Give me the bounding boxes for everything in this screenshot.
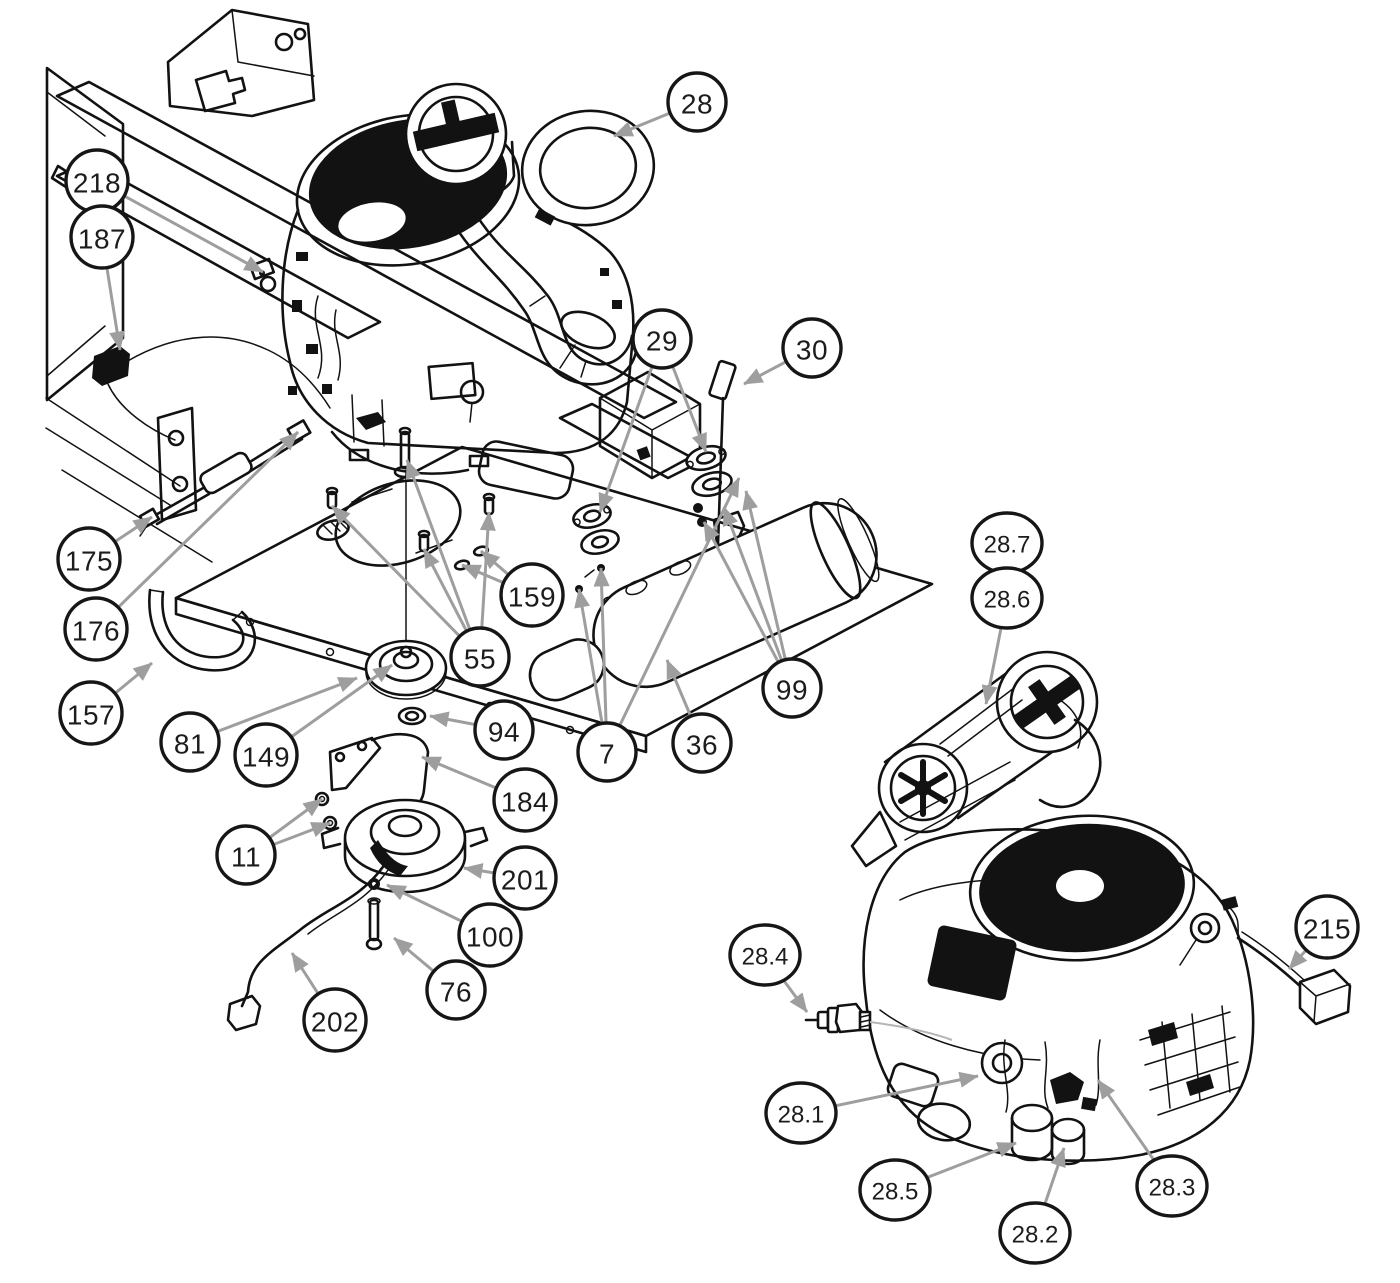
svg-text:36: 36 [686,730,718,761]
callout-28-4[interactable]: 28.4 [728,923,802,987]
svg-text:28.2: 28.2 [1012,1222,1059,1249]
fuel-line [138,419,312,537]
belt-loop [148,588,257,672]
engine-body [862,814,1255,1162]
callout-11[interactable]: 11 [215,824,277,886]
svg-text:28.7: 28.7 [984,532,1031,559]
air-cleaner [520,109,656,227]
svg-text:94: 94 [488,717,520,748]
svg-text:30: 30 [796,335,828,366]
callout-218[interactable]: 218 [64,148,130,214]
callout-balloons: 28 218 187 175 176 157 81 149 11 159 55 … [56,71,1360,1265]
callout-28-6[interactable]: 28.6 [970,566,1044,630]
svg-text:28: 28 [681,89,713,120]
electric-clutch [320,798,489,951]
svg-text:100: 100 [466,922,514,953]
svg-text:215: 215 [1303,914,1351,945]
svg-text:28.6: 28.6 [984,587,1031,614]
callout-30[interactable]: 30 [781,317,843,379]
svg-text:28.5: 28.5 [872,1179,919,1206]
frame-harness-clip [92,336,331,441]
callout-176[interactable]: 176 [63,596,129,662]
callout-184[interactable]: 184 [492,767,558,833]
svg-text:99: 99 [776,675,808,706]
callout-157[interactable]: 157 [58,680,124,746]
leader-99 [702,490,794,689]
air-cleaner-2 [850,650,1102,868]
engine-detail-view [804,650,1352,1166]
callout-81[interactable]: 81 [159,711,221,773]
svg-text:76: 76 [440,977,472,1008]
svg-text:7: 7 [599,739,615,770]
svg-text:184: 184 [501,787,549,818]
svg-text:157: 157 [67,700,115,731]
svg-text:28.3: 28.3 [1149,1175,1196,1202]
callout-55[interactable]: 55 [449,626,511,688]
svg-text:11: 11 [231,842,261,873]
carburetor-cluster [886,1039,1101,1166]
air-cleaner-cap-2 [995,650,1099,754]
callout-159[interactable]: 159 [499,562,565,628]
callout-187[interactable]: 187 [69,204,135,270]
spark-plug [804,1002,953,1041]
callout-28-2[interactable]: 28.2 [998,1201,1072,1265]
callout-149[interactable]: 149 [233,722,299,788]
leader-55 [330,459,496,659]
engine-front [248,82,656,475]
clutch-wire-harness [226,862,389,1032]
callout-215[interactable]: 215 [1294,894,1360,960]
callout-175[interactable]: 175 [56,526,122,592]
callout-99[interactable]: 99 [761,657,823,719]
callout-201[interactable]: 201 [492,845,558,911]
oil-fill-cap [396,82,516,204]
callout-76[interactable]: 76 [425,959,487,1021]
svg-text:81: 81 [174,729,206,760]
clutch-bracket-rod [328,732,430,812]
svg-text:149: 149 [242,742,290,773]
svg-text:159: 159 [508,582,556,613]
svg-text:175: 175 [65,546,113,577]
engine-pulley [364,469,448,700]
callout-202[interactable]: 202 [302,987,368,1053]
svg-text:29: 29 [646,326,678,357]
svg-text:187: 187 [78,224,126,255]
callout-7[interactable]: 7 [576,721,638,783]
callout-94[interactable]: 94 [473,699,535,761]
callout-36[interactable]: 36 [671,712,733,774]
svg-text:201: 201 [501,865,549,896]
spacer-washer [397,706,427,726]
svg-text:218: 218 [73,168,121,199]
engine-on-frame-view [45,8,934,1032]
svg-text:28.4: 28.4 [742,944,789,971]
intake-hose [446,203,638,386]
frame-rails [45,8,702,563]
svg-text:202: 202 [311,1007,359,1038]
muffler [528,498,880,702]
callout-28-3[interactable]: 28.3 [1135,1154,1209,1218]
callout-28-5[interactable]: 28.5 [858,1158,932,1222]
sensor-harness-215 [1236,931,1352,1026]
callout-28-7[interactable]: 28.7 [970,511,1044,575]
callout-28-1[interactable]: 28.1 [764,1081,838,1145]
svg-text:28.1: 28.1 [778,1102,825,1129]
svg-text:55: 55 [464,644,496,675]
callout-29[interactable]: 29 [631,308,693,370]
callout-100[interactable]: 100 [457,902,523,968]
leader-176 [94,430,300,631]
svg-text:176: 176 [72,616,120,647]
callout-28[interactable]: 28 [666,71,728,133]
